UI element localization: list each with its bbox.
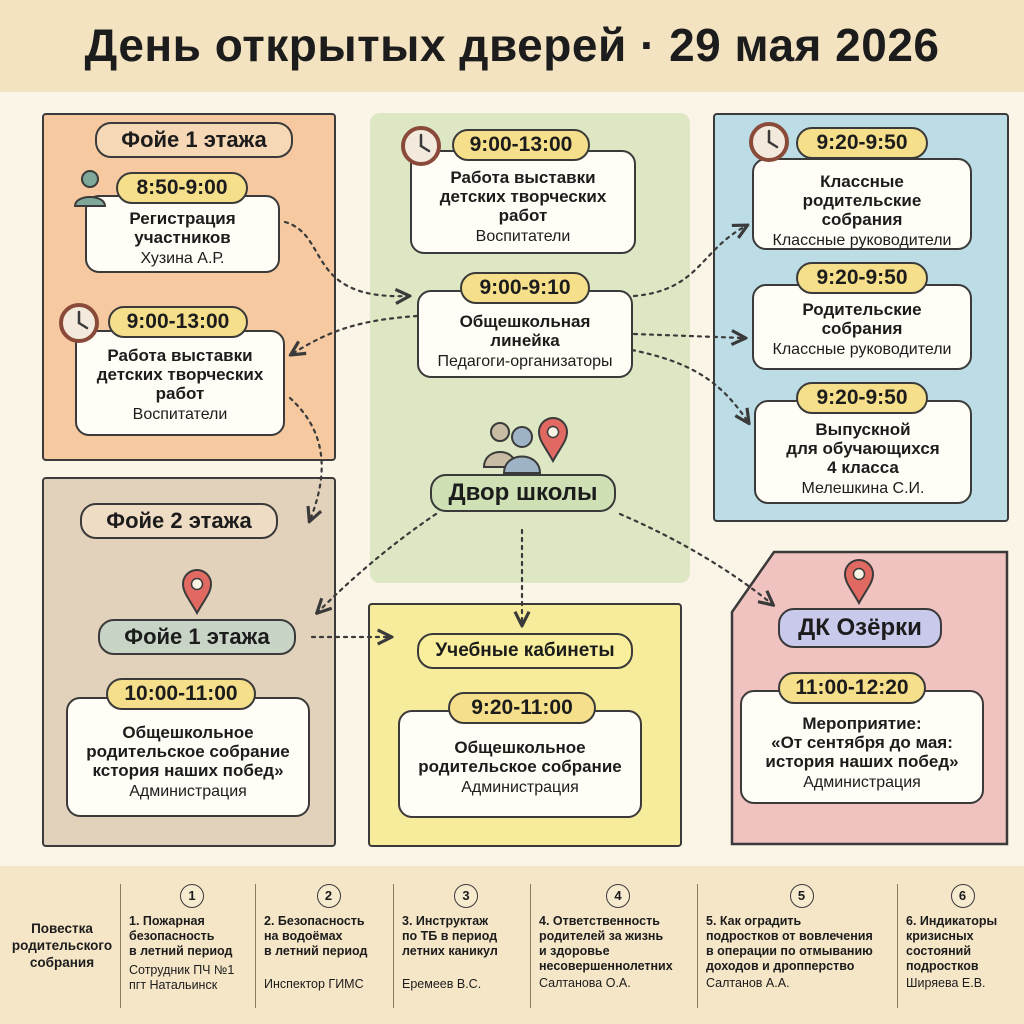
time-parent-meetings: 9:20-9:50 (796, 262, 928, 294)
agenda-title: 6. Индикаторы кризисных состояний подрос… (906, 914, 998, 973)
event-person: Хузина А.Р. (140, 250, 225, 267)
agenda-number: 3 (454, 884, 478, 908)
time-exhibition-center: 9:00-13:00 (452, 129, 590, 161)
agenda-item-5: 5 5. Как оградить подростков от вовлечен… (697, 884, 897, 1008)
location-pin-icon (537, 417, 569, 464)
event-person: Воспитатели (475, 228, 571, 245)
event-title: Работа выставки детских творческих работ (96, 346, 264, 403)
location-foyer-1-top: Фойе 1 этажа (95, 122, 293, 158)
agenda-number: 4 (606, 884, 630, 908)
event-person: Администрация (803, 774, 921, 791)
location-classrooms: Учебные кабинеты (417, 633, 633, 669)
location-foyer-2: Фойе 2 этажа (80, 503, 278, 539)
event-title: Выпускной для обучающихся 4 класса (786, 420, 940, 477)
event-title: Работа выставки детских творческих работ (439, 168, 607, 225)
time-general-meeting-foyer: 10:00-11:00 (106, 678, 256, 710)
agenda-label: Повестка родительского собрания (11, 921, 113, 970)
agenda-item-4: 4 4. Ответственность родителей за жизнь … (530, 884, 697, 1008)
page-title: День открытых дверей · 29 мая 2026 (84, 19, 940, 71)
header-band (0, 0, 1024, 92)
event-registration-card: Регистрация участников Хузина А.Р. (85, 195, 280, 273)
time-assembly: 9:00-9:10 (460, 272, 590, 304)
clock-icon (401, 126, 441, 166)
event-person: Мелешкина С.И. (801, 480, 925, 497)
event-title: Мероприятие: «От сентября до мая: истори… (765, 714, 959, 771)
time-general-meeting-class: 9:20-11:00 (448, 692, 596, 724)
agenda-item-2: 2 2. Безопасность на водоёмах в летний п… (255, 884, 393, 1008)
agenda-title: 1. Пожарная безопасность в летний период (129, 914, 233, 958)
event-title: Общешкольная линейка (459, 312, 591, 350)
agenda-title: 3. Инструктаж по ТБ в период летних кани… (402, 914, 498, 958)
people-icon (482, 422, 542, 474)
event-title: Общешкольное родительское собрание кстор… (86, 723, 290, 780)
agenda-number: 6 (950, 884, 975, 908)
agenda-number: 2 (316, 884, 341, 908)
location-foyer-1-bottom: Фойе 1 этажа (98, 619, 296, 655)
time-dk: 11:00-12:20 (778, 672, 926, 704)
agenda-number: 5 (789, 884, 814, 908)
agenda-person: Еремеев В.С. (402, 977, 482, 991)
location-dk: ДК Озёрки (778, 608, 942, 648)
event-general-meeting-class-card: Общешкольное родительское собрание Админ… (398, 710, 642, 818)
event-person: Педагоги-организаторы (437, 353, 613, 370)
time-exhibition-left: 9:00-13:00 (108, 306, 248, 338)
clock-icon (59, 303, 99, 343)
person-icon (73, 170, 107, 207)
time-registration: 8:50-9:00 (116, 172, 248, 204)
agenda-person: Ширяева Е.В. (906, 976, 986, 990)
event-class-meetings-card: Классные родительские собрания Классные … (752, 158, 972, 250)
location-pin-icon (843, 559, 875, 606)
event-person: Классные руководители (772, 232, 952, 249)
agenda-item-6: 6 6. Индикаторы кризисных состояний подр… (897, 884, 1019, 1008)
event-title: Общешкольное родительское собрание (418, 738, 622, 776)
agenda-item-3: 3 3. Инструктаж по ТБ в период летних ка… (393, 884, 530, 1008)
event-assembly-card: Общешкольная линейка Педагоги-организато… (417, 290, 633, 378)
event-title: Классные родительские собрания (802, 172, 922, 229)
time-class-meetings: 9:20-9:50 (796, 127, 928, 159)
agenda-title: 4. Ответственность родителей за жизнь и … (539, 914, 673, 973)
event-title: Родительские собрания (802, 300, 922, 338)
agenda-person: Салтанов А.А. (706, 976, 790, 990)
location-yard: Двор школы (430, 474, 616, 512)
event-person: Администрация (129, 783, 247, 800)
agenda-person: Сотрудник ПЧ №1 пгт Натальинск (129, 963, 235, 992)
agenda-item-1: 1 1. Пожарная безопасность в летний пери… (120, 884, 255, 1008)
clock-icon (749, 122, 789, 162)
agenda-footer (0, 866, 1024, 1024)
event-general-meeting-foyer-card: Общешкольное родительское собрание кстор… (66, 697, 310, 817)
event-graduation-card: Выпускной для обучающихся 4 класса Мелеш… (754, 400, 972, 504)
time-graduation: 9:20-9:50 (796, 382, 928, 414)
event-title: Регистрация участников (129, 209, 236, 247)
event-parent-meetings-card: Родительские собрания Классные руководит… (752, 284, 972, 370)
event-person: Воспитатели (132, 406, 228, 423)
agenda-title: 2. Безопасность на водоёмах в летний пер… (264, 914, 368, 958)
agenda-number: 1 (180, 884, 204, 908)
agenda-title: 5. Как оградить подростков от вовлечения… (706, 914, 873, 973)
event-person: Администрация (461, 779, 579, 796)
agenda-person: Салтанова О.А. (539, 976, 631, 990)
location-pin-icon (181, 569, 213, 616)
event-dk-card: Мероприятие: «От сентября до мая: истори… (740, 690, 984, 804)
event-exhibition-left-card: Работа выставки детских творческих работ… (75, 330, 285, 436)
agenda-person: Инспектор ГИМС (264, 977, 364, 991)
event-person: Классные руководители (772, 341, 952, 358)
event-exhibition-center-card: Работа выставки детских творческих работ… (410, 150, 636, 254)
